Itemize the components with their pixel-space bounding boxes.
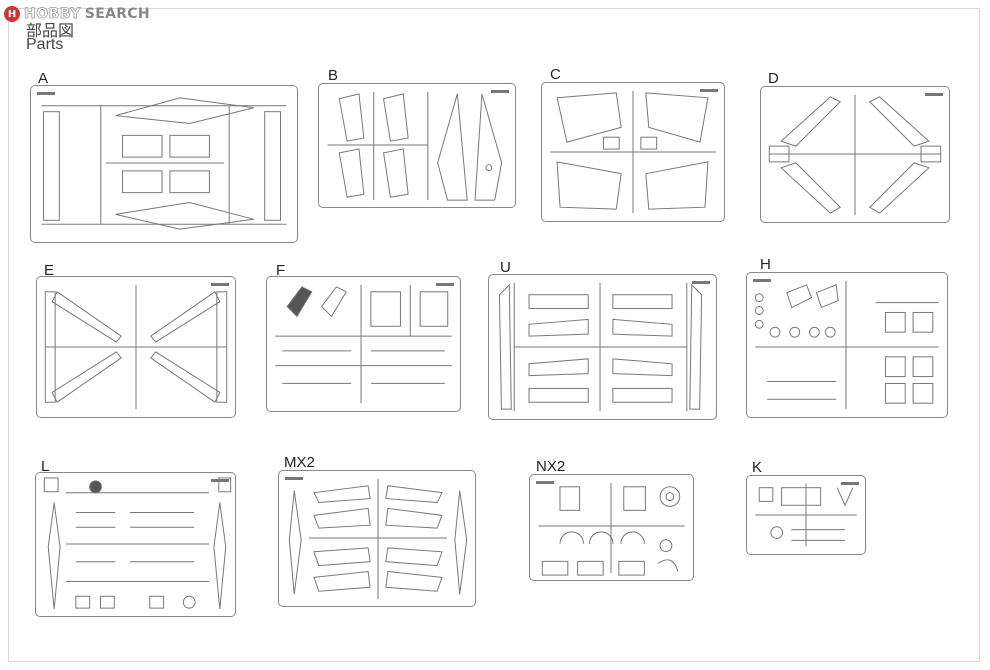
sprue-c-tag — [700, 89, 718, 92]
sprue-label-a: A — [38, 70, 49, 87]
sprue-l-tag — [211, 479, 229, 482]
sprue-label-f: F — [276, 262, 286, 279]
sprue-h-tag — [753, 279, 771, 282]
sprue-label-b: B — [328, 67, 339, 84]
sprue-a — [30, 85, 298, 243]
sprue-label-h: H — [760, 256, 771, 273]
sprue-label-nx2: NX2 — [536, 458, 566, 475]
sprue-d — [760, 86, 950, 223]
sprue-h-drawing — [754, 280, 939, 410]
watermark-brand: HOBBY — [24, 6, 81, 23]
sprue-b-tag — [491, 90, 509, 93]
sprue-f-drawing — [275, 284, 452, 404]
sprue-mx2-drawing — [288, 478, 468, 600]
watermark-search: SEARCH — [84, 6, 150, 22]
sprue-label-k: K — [752, 459, 763, 476]
sprue-mx2 — [278, 470, 476, 607]
sprue-e-drawing — [44, 284, 228, 410]
sprue-e — [36, 276, 236, 418]
sprue-l — [35, 472, 236, 617]
sprue-d-tag — [925, 93, 943, 96]
sprue-label-mx2: MX2 — [284, 454, 315, 471]
sprue-u-tag — [692, 281, 710, 284]
sprue-c — [541, 82, 725, 222]
sprue-d-drawing — [768, 94, 942, 216]
sprue-h — [746, 272, 948, 418]
sprue-l-drawing — [43, 477, 232, 610]
sprue-label-c: C — [550, 66, 561, 83]
sprue-f-tag — [436, 283, 454, 286]
sprue-u-drawing — [498, 282, 703, 412]
sprue-a-tag — [37, 92, 55, 95]
sprue-nx2-tag — [536, 481, 554, 484]
sprue-b — [318, 83, 516, 208]
sprue-label-l: L — [41, 458, 50, 475]
watermark: H HOBBY SEARCH — [4, 5, 150, 23]
sprue-label-d: D — [768, 70, 779, 87]
sprue-k-tag — [841, 482, 859, 485]
page-subtitle: Parts — [26, 36, 64, 53]
page-title: 部品図 — [26, 23, 75, 40]
sprue-label-u: U — [500, 259, 511, 276]
sprue-a-drawing — [41, 97, 287, 230]
sprue-u — [488, 274, 717, 420]
sprue-nx2-drawing — [538, 482, 685, 576]
sprue-e-tag — [211, 283, 229, 286]
sprue-k-drawing — [755, 483, 857, 547]
sprue-k — [746, 475, 866, 555]
sprue-nx2 — [529, 474, 694, 581]
sprue-f — [266, 276, 461, 412]
page-border — [8, 8, 980, 662]
hobby-search-logo-icon: H — [4, 6, 20, 22]
sprue-b-drawing — [327, 91, 503, 201]
sprue-c-drawing — [550, 90, 716, 214]
sprue-mx2-tag — [285, 477, 303, 480]
sprue-label-e: E — [44, 262, 55, 279]
